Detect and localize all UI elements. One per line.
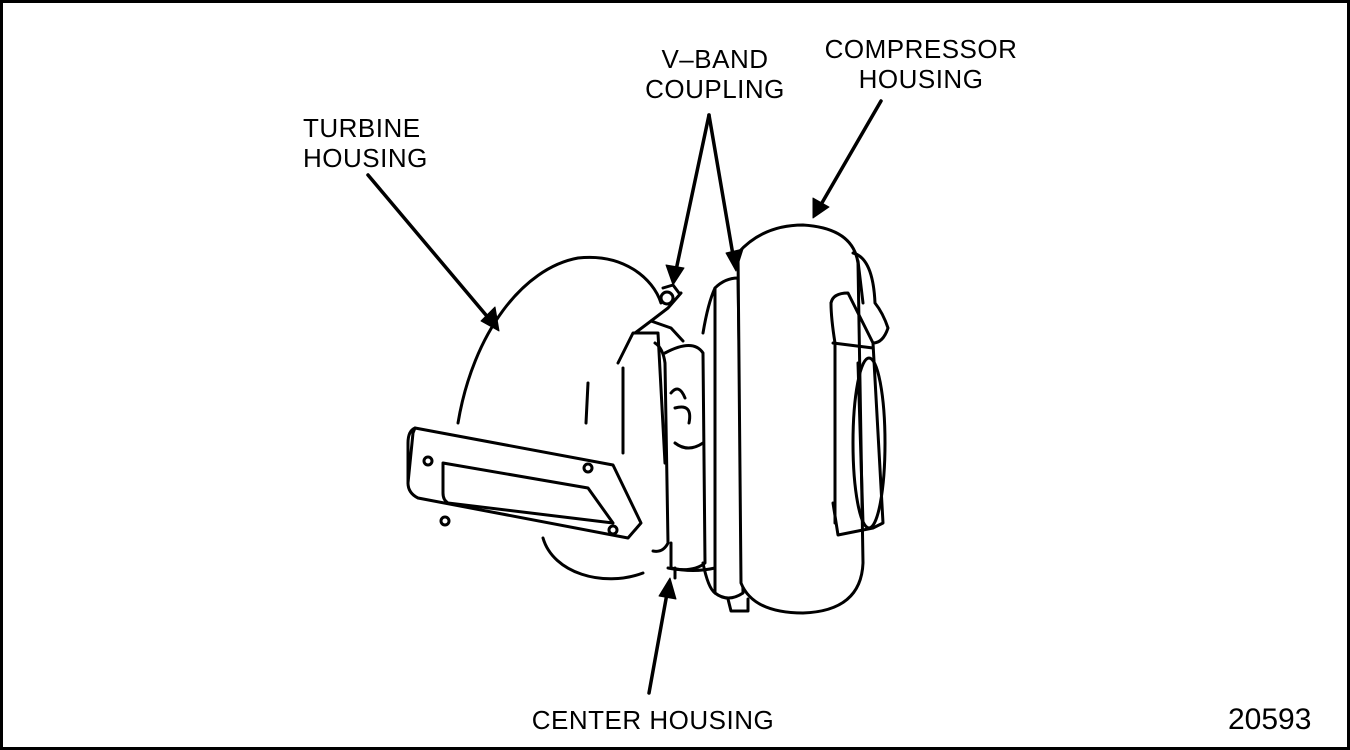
leader-arrows [366,99,883,695]
compressor-housing [701,223,890,615]
turbine-housing [406,255,685,581]
arrow-v-band-coupling-right [707,113,736,263]
label-v-band-coupling: V–BAND COUPLING [635,44,795,104]
arrow-compressor-housing [817,99,883,210]
label-v-band-coupling-line1: V–BAND [661,44,769,74]
label-turbine-housing-line1: TURBINE [303,113,421,143]
label-v-band-coupling-line2: COUPLING [645,74,785,104]
label-center-housing-text: CENTER HOUSING [531,705,775,735]
label-turbine-housing: TURBINE HOUSING [303,113,428,173]
arrow-v-band-coupling-left [673,113,711,277]
turbocharger-drawing [366,99,890,695]
figure-number: 20593 [1228,703,1312,736]
label-center-housing: CENTER HOUSING [523,705,783,735]
label-compressor-housing-line1: COMPRESSOR [824,34,1018,64]
center-housing [663,344,717,580]
label-turbine-housing-line2: HOUSING [303,143,428,173]
arrow-center-housing [647,586,670,695]
label-compressor-housing: COMPRESSOR HOUSING [811,34,1031,94]
label-compressor-housing-line2: HOUSING [858,64,984,94]
arrow-turbine-housing [366,173,493,323]
